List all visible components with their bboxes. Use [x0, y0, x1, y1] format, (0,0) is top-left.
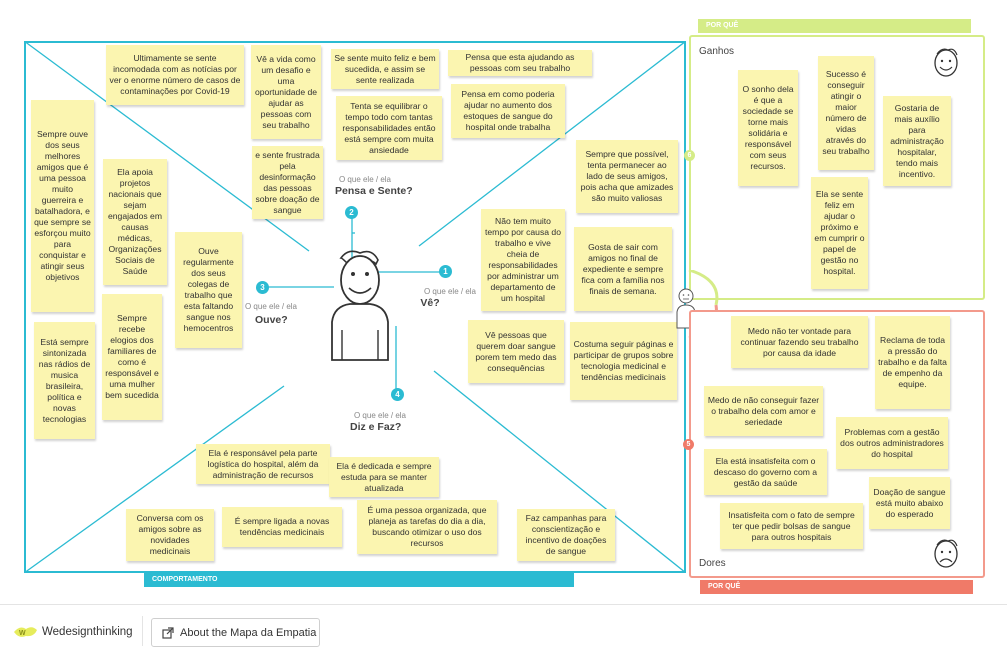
sticky-note[interactable]: Costuma seguir páginas e participar de g… [570, 322, 677, 400]
sticky-note[interactable]: Gostaria de mais auxílio para administra… [883, 96, 951, 186]
sticky-note[interactable]: Vê pessoas que querem doar sangue porem … [468, 320, 564, 383]
sticky-note[interactable]: Ela é dedicada e sempre estuda para se m… [329, 457, 439, 497]
pains-title: Dores [699, 558, 726, 569]
sticky-note[interactable]: Pensa que esta ajudando as pessoas com s… [448, 50, 592, 76]
sticky-note[interactable]: Ela se sente feliz em ajudar o próximo e… [811, 177, 868, 289]
sticky-note[interactable]: Tenta se equilibrar o tempo todo com tan… [336, 96, 442, 160]
sticky-note[interactable]: Conversa com os amigos sobre as novidade… [126, 509, 214, 561]
why-pains-bar: POR QUÊ [700, 580, 973, 594]
sticky-note[interactable]: Sucesso é conseguir atingir o maior núme… [818, 56, 874, 170]
about-button[interactable]: About the Mapa da Empatia [151, 618, 320, 647]
why-gains-bar: POR QUÊ [698, 19, 971, 33]
see-title: Vê? [420, 297, 440, 309]
gains-number-badge: 6 [684, 150, 695, 161]
gains-title: Ganhos [699, 46, 735, 57]
sticky-note[interactable]: Sempre recebe elogios dos familiares de … [102, 294, 162, 420]
do-title: Diz e Faz? [350, 421, 402, 433]
sticky-note[interactable]: e sente frustrada pela desinformação das… [252, 146, 323, 219]
external-link-icon [162, 626, 174, 639]
svg-text:W: W [19, 630, 26, 637]
hear-number-badge: 3 [256, 281, 269, 294]
sad-face-icon [934, 539, 958, 568]
sticky-note[interactable]: Medo não ter vontade para continuar faze… [731, 316, 868, 368]
sticky-note[interactable]: Medo de não conseguir fazer o trabalho d… [704, 386, 823, 436]
sticky-note[interactable]: Ela está insatisfeita com o descaso do g… [704, 449, 827, 495]
sticky-note[interactable]: Ela é responsável pela parte logística d… [196, 444, 330, 484]
person-icon [331, 250, 389, 361]
sticky-note[interactable]: Sempre ouve dos seus melhores amigos que… [31, 100, 94, 312]
sticky-note[interactable]: Gosta de sair com amigos no final de exp… [574, 227, 672, 311]
sticky-note[interactable]: É uma pessoa organizada, que planeja as … [357, 500, 497, 554]
see-question: O que ele / ela [423, 287, 477, 296]
sticky-note[interactable]: Doação de sangue está muito abaixo do es… [869, 477, 950, 529]
behavior-bar: COMPORTAMENTO [144, 573, 574, 587]
see-number-badge: 1 [439, 265, 452, 278]
brand-logo-icon: W [14, 627, 37, 637]
about-button-label: About the Mapa da Empatia [180, 626, 317, 639]
hear-title: Ouve? [255, 314, 288, 326]
think-number-badge: 2 [345, 206, 358, 219]
sticky-note[interactable]: Vê a vida como um desafio e uma oportuni… [251, 45, 321, 139]
footer-divider [142, 616, 143, 646]
sticky-note[interactable]: Não tem muito tempo por causa do trabalh… [481, 209, 565, 311]
sticky-note[interactable]: Insatisfeita com o fato de sempre ter qu… [720, 503, 863, 549]
happy-face-icon [934, 48, 958, 77]
think-question: O que ele / ela [338, 175, 392, 184]
sticky-note[interactable]: Ultimamente se sente incomodada com as n… [106, 45, 244, 105]
sticky-note[interactable]: Está sempre sintonizada nas rádios de mu… [34, 322, 95, 439]
pains-number-badge: 5 [683, 439, 694, 450]
sticky-note[interactable]: Faz campanhas para conscientização e inc… [517, 509, 615, 561]
sticky-note[interactable]: Problemas com a gestão dos outros admini… [836, 417, 948, 469]
do-question: O que ele / ela [353, 411, 407, 420]
brand-logo[interactable]: W Wedesignthinking [12, 622, 142, 642]
sticky-note[interactable]: Ouve regularmente dos seus colegas de tr… [175, 232, 242, 348]
sticky-note[interactable]: Sempre que possível, tenta permanecer ao… [576, 140, 678, 213]
do-number-badge: 4 [391, 388, 404, 401]
sticky-note[interactable]: Ela apoia projetos nacionais que sejam e… [103, 159, 167, 285]
brand-name: Wedesignthinking [42, 626, 133, 638]
sticky-note[interactable]: Reclama de toda a pressão do trabalho e … [875, 316, 950, 409]
sticky-note[interactable]: Pensa em como poderia ajudar no aumento … [451, 84, 565, 138]
hear-question: O que ele / ela [244, 302, 298, 311]
think-title: Pensa e Sente? [335, 185, 413, 197]
sticky-note[interactable]: É sempre ligada a novas tendências medic… [222, 507, 342, 547]
sticky-note[interactable]: O sonho dela é que a sociedade se torne … [738, 70, 798, 186]
sticky-note[interactable]: Se sente muito feliz e bem sucedida, e a… [331, 49, 439, 89]
